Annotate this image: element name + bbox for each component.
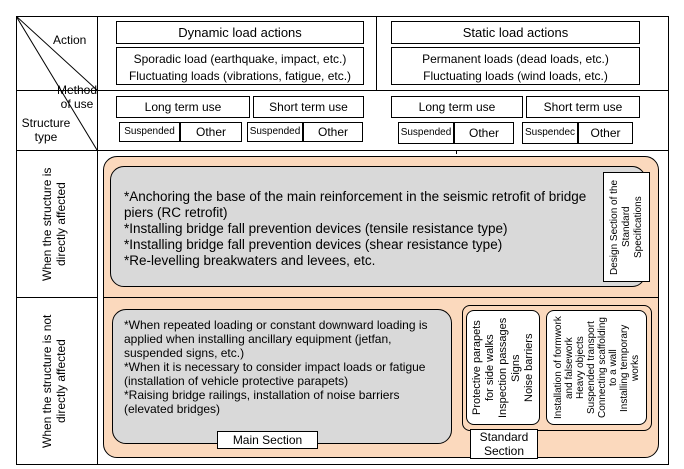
dynamic-load-detail: Sporadic load (earthquake, impact, etc.)… [116,47,364,85]
row-label-indirect-cell: When the structure is not directly affec… [17,298,97,464]
row-label-indirect: When the structure is not directly affec… [40,314,68,448]
main-section-label: Main Section [217,431,318,449]
standard-item-noise: Noise barriers [522,333,535,402]
static-load-detail: Permanent loads (dead loads, etc.) Fluct… [391,47,640,85]
right-short-term: Short term use [526,96,640,118]
standard-item-heavy: Heavy objects [574,336,586,399]
direct-case-1: *Anchoring the base of the main reinforc… [124,189,587,220]
right-short-other: Other [578,122,633,144]
left-long-other: Other [180,122,242,142]
direct-case-4: *Re-levelling breakwaters and levees, et… [124,253,376,268]
standard-items-a: Protective parapets for side walks Inspe… [466,310,540,425]
header-diagonals [16,16,97,150]
left-short-term: Short term use [253,96,364,118]
standard-item-inspection: Inspection passages [496,317,509,418]
dynamic-load-title: Dynamic load actions [116,21,364,44]
design-section-label: Design Section of the Standard Specifica… [608,179,644,275]
left-short-other: Other [303,122,363,142]
direct-cases-box: *Anchoring the base of the main reinforc… [110,166,646,287]
static-line-2: Fluctuating loads (wind loads, etc.) [423,69,608,83]
dynamic-line-1: Sporadic load (earthquake, impact, etc.) [133,52,347,66]
standard-section-label: Standard Section [470,429,538,459]
row-label-direct: When the structure is directly affected [40,167,68,281]
region-horizontal-divider [103,297,659,298]
standard-item-scaffold: Connecting scaffolding to a wall [596,317,619,418]
indirect-case-1: *When repeated loading or constant downw… [124,318,428,360]
standard-item-temporary: Installing temporary works [618,323,641,412]
indirect-case-3: *Raising bridge railings, installation o… [124,388,400,416]
row-divider [16,297,97,298]
direct-case-2: *Installing bridge fall prevention devic… [124,221,508,236]
header-divider-2 [16,150,669,151]
method-label: Method of use [56,83,98,111]
direct-case-3: *Installing bridge fall prevention devic… [124,237,503,252]
standard-item-signs: Signs [509,353,522,382]
standard-items-b: Installation of formwork and falsework H… [546,310,647,425]
static-load-title: Static load actions [391,21,640,44]
design-section-label-box: Design Section of the Standard Specifica… [603,172,650,282]
standard-item-parapets: Protective parapets for side walks [470,320,496,415]
dynamic-line-2: Fluctuating loads (vibrations, fatigue, … [128,69,352,83]
static-line-1: Permanent loads (dead loads, etc.) [422,52,609,66]
column-divider-top [376,16,377,90]
right-long-suspended: Suspended [398,122,454,144]
right-long-term: Long term use [391,96,523,118]
row-label-direct-cell: When the structure is directly affected [17,151,97,297]
left-short-suspended: Suspended [247,122,303,142]
header-divider-1 [16,90,669,91]
left-long-suspended: Suspended [119,122,180,142]
right-long-other: Other [454,122,514,144]
action-label: Action [52,33,88,47]
standard-item-transport: Suspended transport [585,321,597,414]
column-divider [97,16,98,465]
structure-type-label: Structure type [21,116,71,144]
standard-item-formwork: Installation of formwork and falsework [552,316,575,419]
right-short-suspended: Suspendec [522,122,578,144]
indirect-case-2: *When it is necessary to consider impact… [124,360,426,388]
outer-frame [16,16,669,465]
indirect-cases-box: *When repeated loading or constant downw… [112,309,452,444]
left-long-term: Long term use [116,96,250,118]
